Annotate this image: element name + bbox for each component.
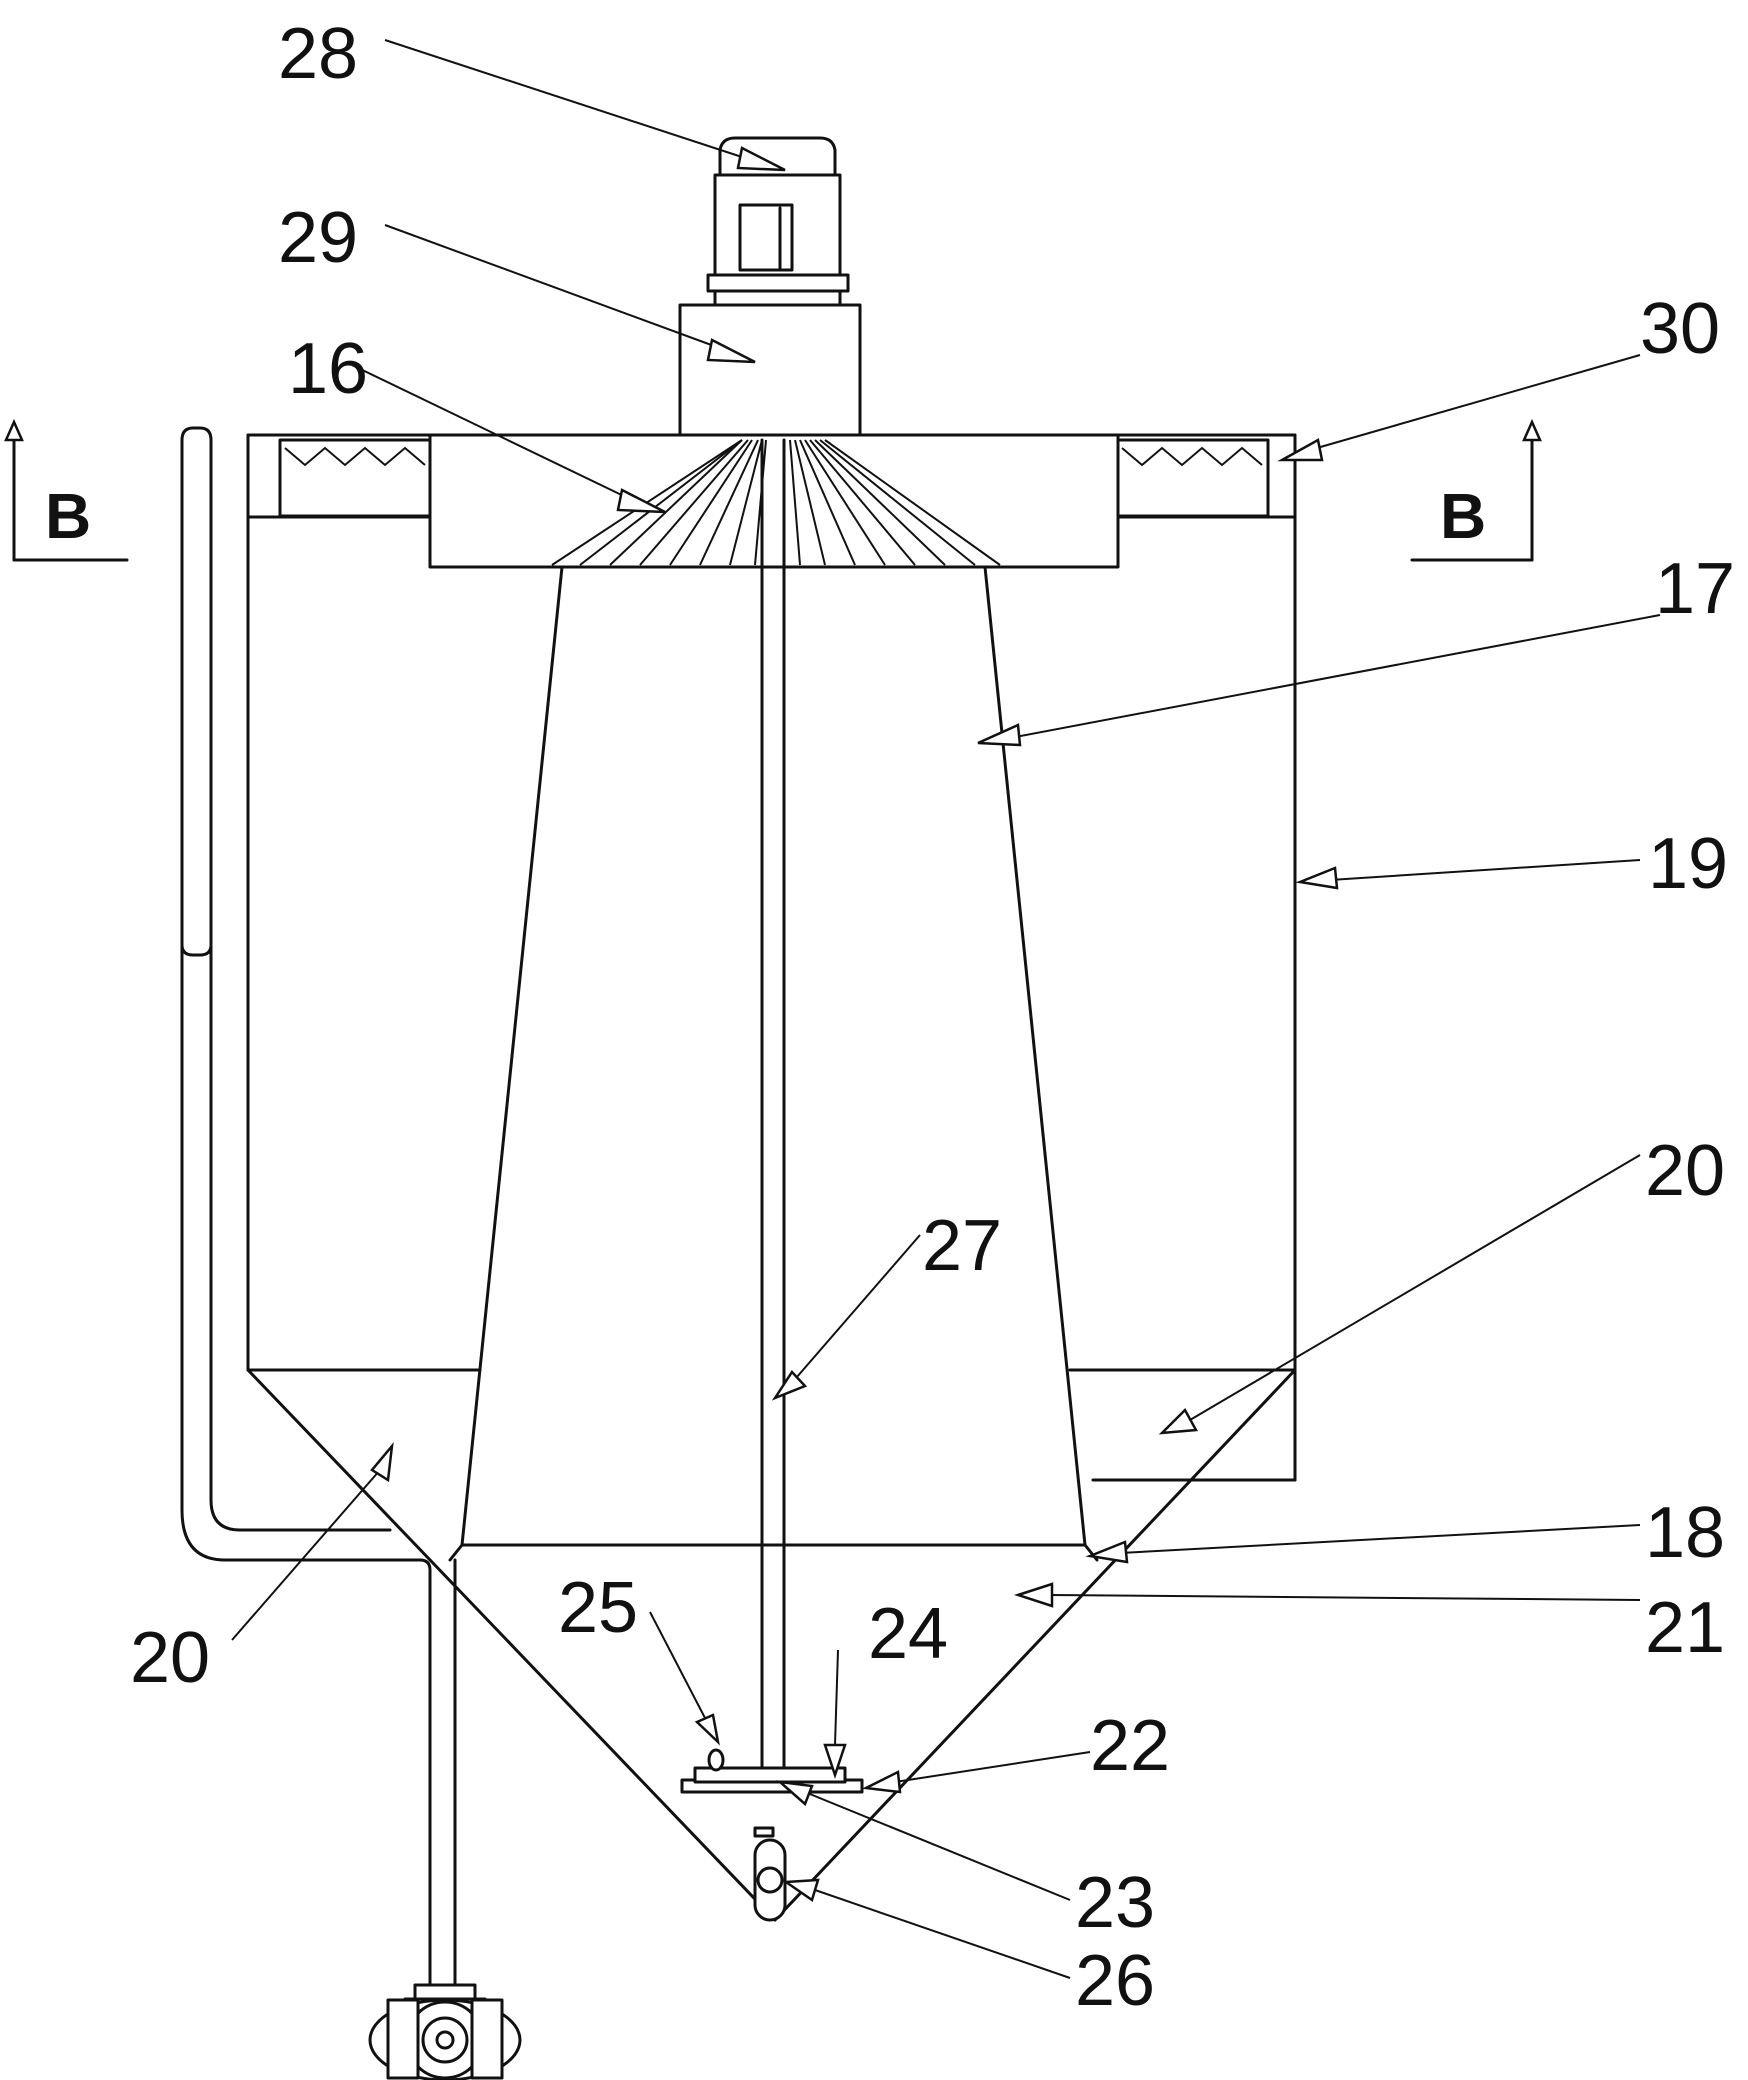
tank-body [246,433,1297,1922]
callout-21: 21 [1645,1588,1725,1668]
leader-lines [231,39,1661,1979]
motor [706,136,850,307]
section-mark-right: B [1410,418,1542,562]
callout-22: 22 [1090,1706,1170,1786]
callout-19: 19 [1648,824,1728,904]
callout-18: 18 [1645,1493,1725,1573]
callout-16: 16 [288,329,368,409]
callout-labels: 28 29 16 30 17 19 20 27 20 18 21 25 24 2… [130,14,1735,2021]
bottom-assembly [680,1748,864,1922]
callout-17: 17 [1655,549,1735,629]
callout-25: 25 [558,1568,638,1648]
callout-27: 27 [922,1206,1002,1286]
callout-23: 23 [1075,1863,1155,1943]
section-letter-left: B [45,480,91,552]
return-pipe [180,426,457,1992]
callout-26: 26 [1075,1941,1155,2021]
section-mark-left: B [4,418,129,562]
pump [368,1983,522,2080]
callout-29: 29 [278,198,358,278]
callout-20-left: 20 [130,1618,210,1698]
callout-20-right: 20 [1645,1131,1725,1211]
callout-24: 24 [868,1594,948,1674]
gearbox [678,303,862,437]
section-letter-right: B [1440,480,1486,552]
callout-28: 28 [278,14,358,94]
callout-30: 30 [1640,289,1720,369]
stirring-shaft [760,438,786,1792]
